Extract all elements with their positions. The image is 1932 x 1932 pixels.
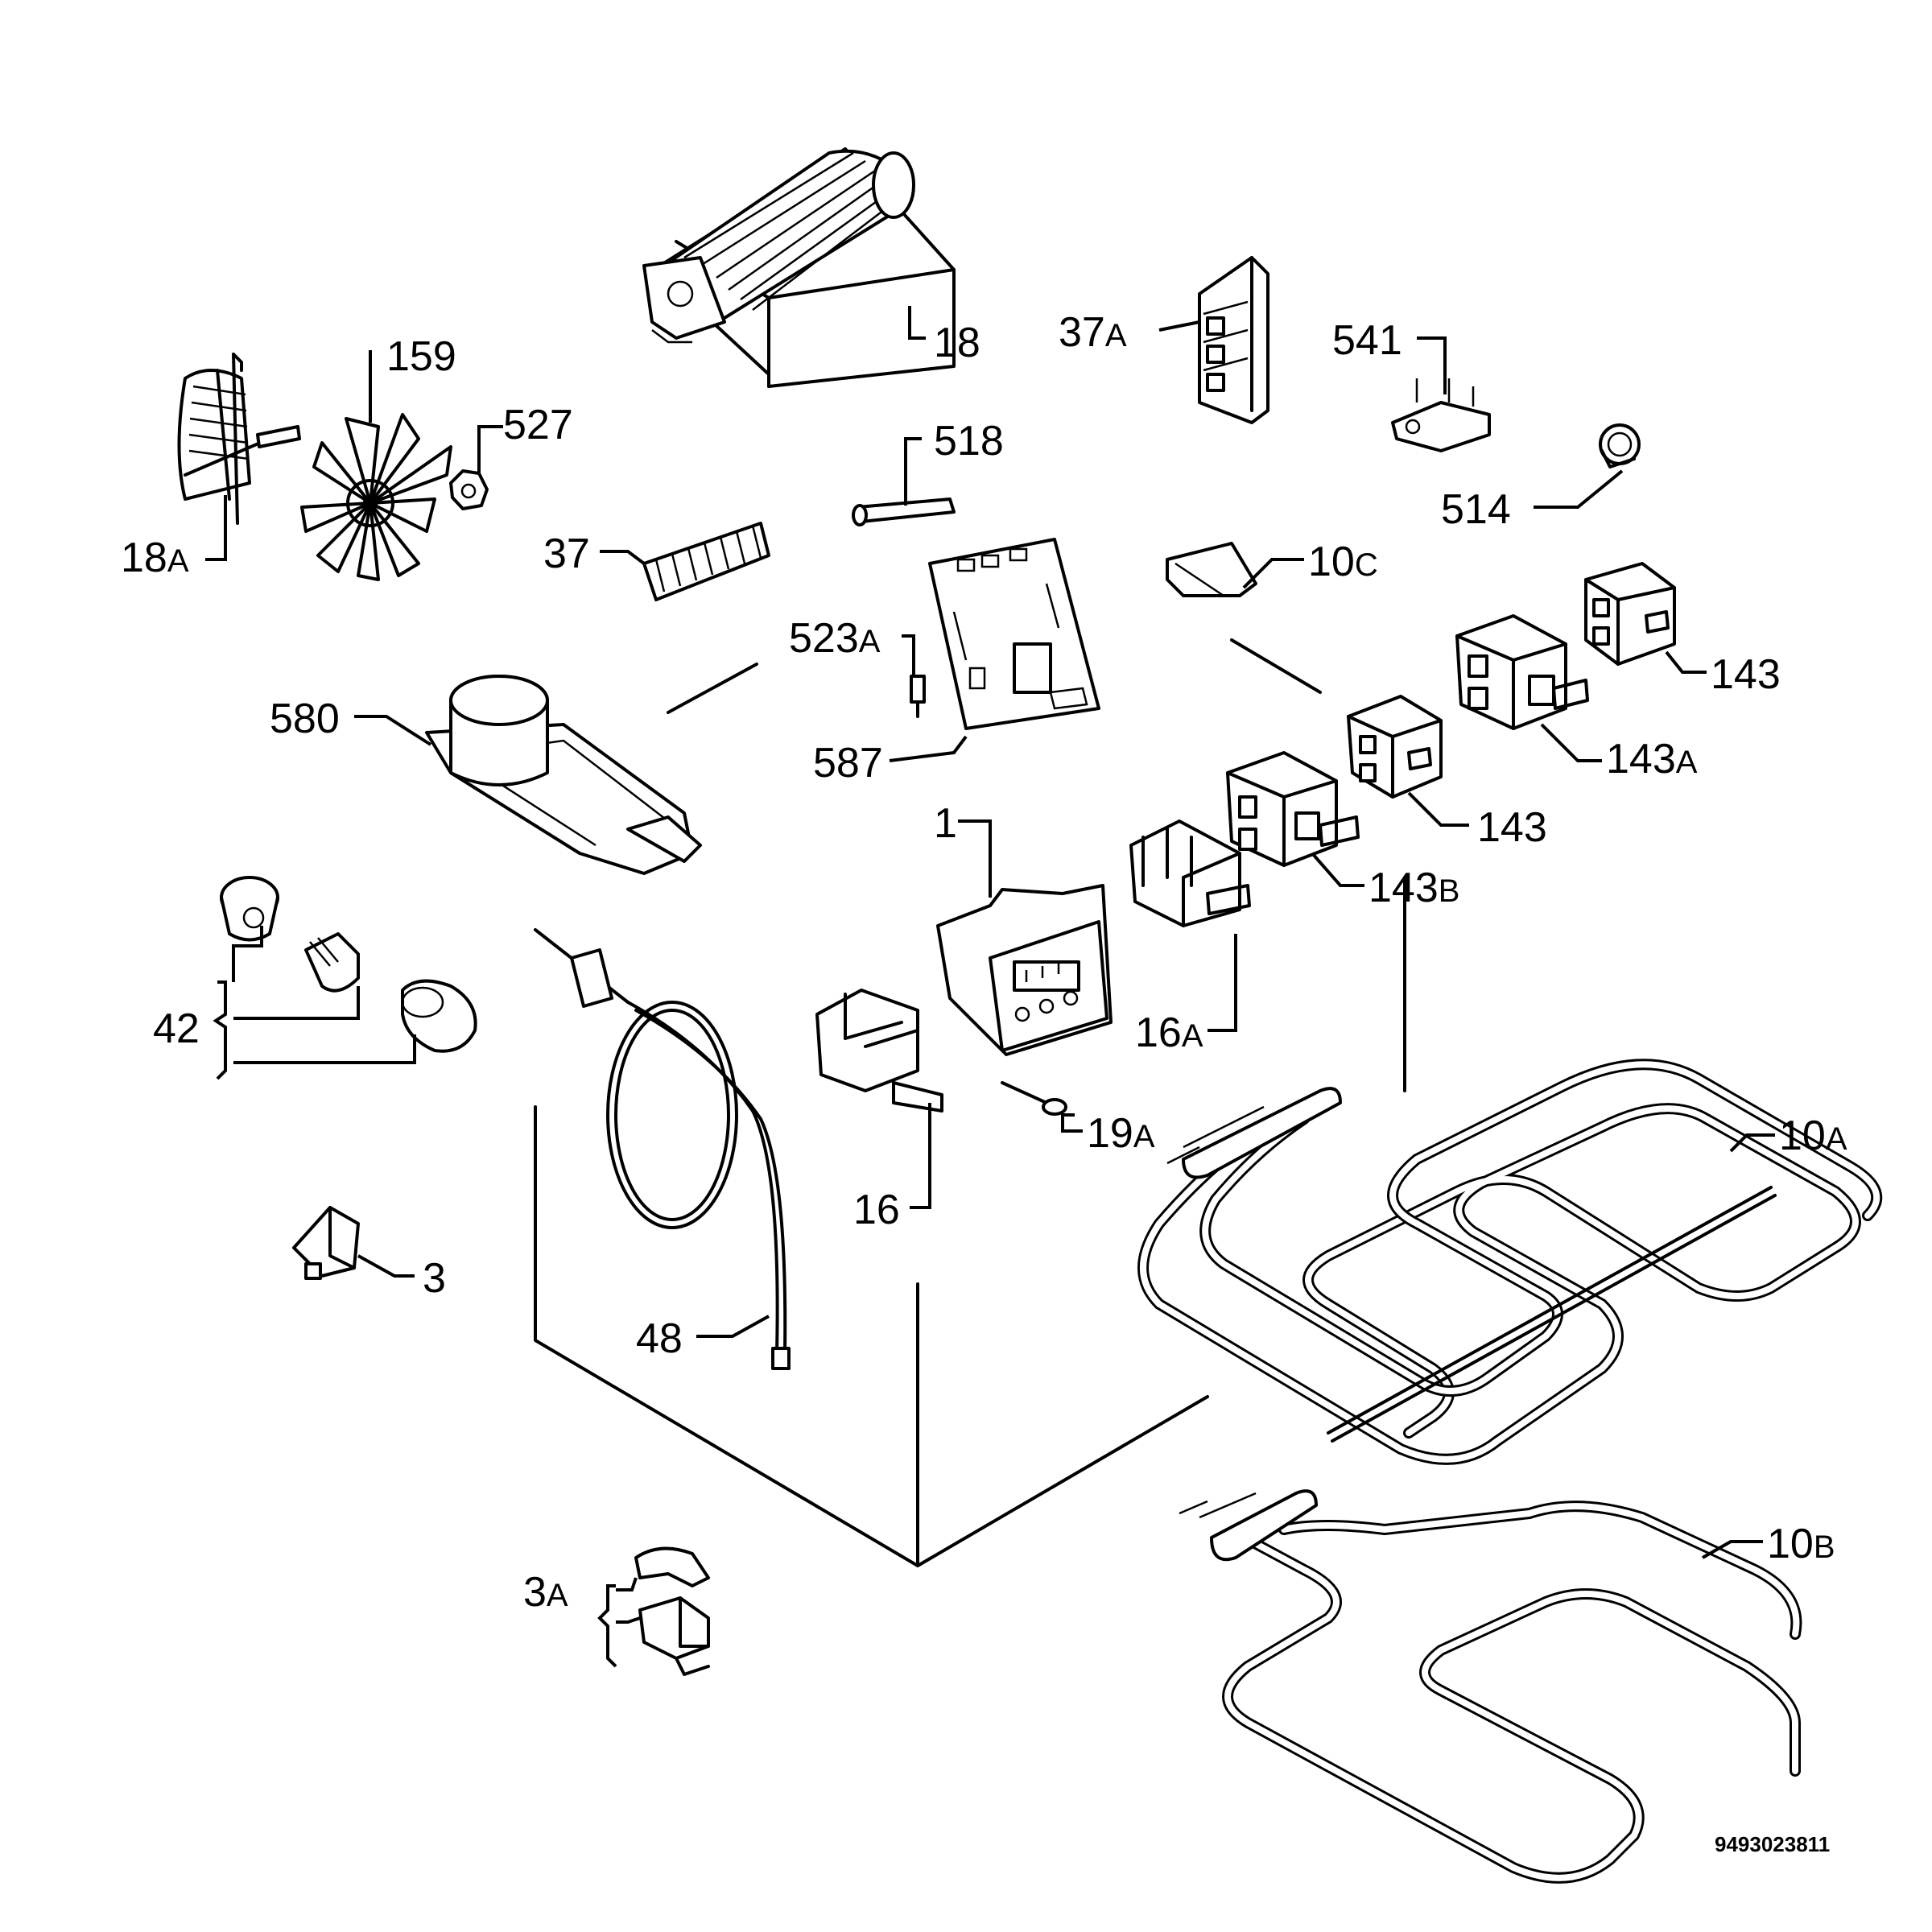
part-42-lamp-assembly[interactable] [220,876,477,1053]
part-48-thermostat-probe[interactable] [534,928,791,1370]
label-10b: 10B [1767,1521,1835,1567]
part-16-rotary-switch[interactable] [815,989,943,1113]
label-143a: 143A [1606,736,1698,782]
part-37a-terminal-block[interactable] [1198,256,1269,424]
callout-labels: 18 18A 159 527 37A 541 518 37 514 10C 52… [121,309,1847,1856]
label-523a: 523A [789,615,881,662]
part-143a-switch[interactable] [1455,614,1589,730]
label-42: 42 [153,1005,200,1052]
label-143-top: 143 [1711,651,1781,698]
label-16a: 16A [1135,1009,1203,1056]
label-10c: 10C [1308,539,1378,585]
part-523a-connector[interactable] [910,675,926,718]
part-18-tangential-fan[interactable] [642,147,956,388]
part-159-fan-impeller[interactable] [300,413,452,581]
label-16: 16 [853,1187,900,1233]
label-143b: 143B [1368,865,1459,911]
part-143-mid-switch[interactable] [1347,695,1443,799]
part-3-thermal-cutout[interactable] [292,1206,360,1280]
part-37-terminal-strip[interactable] [642,522,770,601]
part-580-motor-assembly[interactable] [425,675,702,875]
label-587: 587 [813,740,883,786]
part-10b-bottom-element[interactable] [1179,1489,1802,1884]
part-10a-grill-element[interactable] [1137,1059,1883,1465]
label-18: 18 [934,320,980,366]
label-1: 1 [934,800,957,847]
part-527-nut[interactable] [449,469,489,510]
part-18a-fan-motor[interactable] [177,353,301,525]
label-37a: 37A [1059,309,1127,356]
part-587-electronic-board[interactable] [928,538,1100,730]
part-541-bracket[interactable] [1391,378,1491,452]
label-514: 514 [1441,486,1511,533]
part-143b-switch[interactable] [1226,751,1360,867]
part-3a-cutout-assembly[interactable] [634,1546,710,1676]
label-143-mid: 143 [1477,804,1547,851]
label-541: 541 [1332,317,1402,364]
label-159: 159 [386,333,456,380]
leader-lines [205,306,1775,1668]
part-143-top-switch[interactable] [1584,562,1676,666]
label-19a: 19A [1087,1110,1155,1157]
part-19a-sensor[interactable] [1001,1081,1067,1116]
part-1-display-timer[interactable] [936,884,1113,1056]
part-10c-clip[interactable] [1166,542,1257,597]
label-518: 518 [934,418,1004,464]
label-18a: 18A [121,535,189,581]
part-514-bushing[interactable] [1599,423,1641,469]
diagram-reference-number: 9493023811 [1715,1832,1830,1856]
label-37: 37 [543,530,590,577]
label-3a: 3A [523,1569,568,1616]
label-527: 527 [503,402,573,448]
label-580: 580 [270,696,340,742]
label-3: 3 [423,1255,446,1302]
part-518-probe[interactable] [852,497,956,526]
label-48: 48 [636,1315,683,1362]
part-16a-rotary-switch[interactable] [1129,819,1251,927]
label-10a: 10A [1779,1113,1847,1159]
oven-cavity-outline [534,638,1406,1567]
